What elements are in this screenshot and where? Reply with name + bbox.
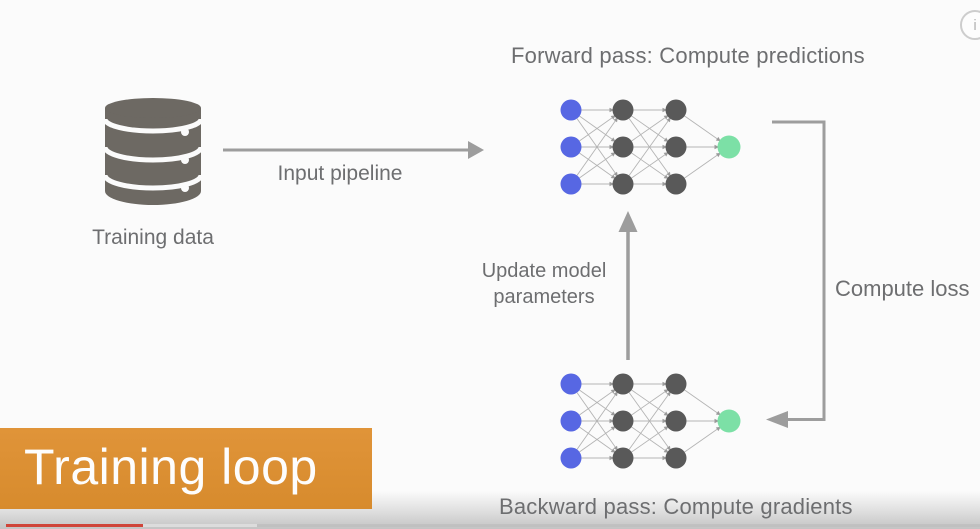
database-icon <box>102 98 204 205</box>
hidden-node <box>612 99 634 121</box>
hidden-node <box>612 136 634 158</box>
input-pipeline-label: Input pipeline <box>277 162 403 185</box>
update-parameters-line1: Update model <box>481 260 607 282</box>
hidden-node <box>665 447 687 469</box>
compute-loss-label: Compute loss <box>835 276 970 301</box>
info-icon[interactable]: i <box>960 10 980 40</box>
compute-loss-arrow <box>766 120 826 428</box>
input-node <box>560 373 582 395</box>
input-node <box>560 173 582 195</box>
update-parameters-label: Update model parameters <box>459 258 629 310</box>
player-progress-track[interactable] <box>257 524 980 527</box>
slide-title: Training loop <box>24 438 318 495</box>
hidden-node <box>665 136 687 158</box>
forward-network-diagram <box>560 99 741 195</box>
info-icon-glyph: i <box>973 16 977 34</box>
player-progress-played[interactable] <box>6 524 143 527</box>
output-node <box>717 409 741 433</box>
input-node <box>560 99 582 121</box>
hidden-node <box>665 173 687 195</box>
hidden-node <box>612 410 634 432</box>
backward-pass-title: Backward pass: Compute gradients <box>499 494 853 519</box>
backward-network-diagram <box>560 373 741 469</box>
player-progress-buffered[interactable] <box>143 524 257 527</box>
output-node <box>717 135 741 159</box>
hidden-node <box>665 410 687 432</box>
input-node <box>560 410 582 432</box>
hidden-node <box>612 447 634 469</box>
hidden-node <box>612 173 634 195</box>
training-data-label: Training data <box>92 226 214 249</box>
hidden-node <box>665 373 687 395</box>
input-node <box>560 447 582 469</box>
slide-title-banner: Training loop <box>0 428 372 509</box>
update-parameters-line2: parameters <box>493 286 595 308</box>
input-node <box>560 136 582 158</box>
hidden-node <box>612 373 634 395</box>
forward-pass-title: Forward pass: Compute predictions <box>511 43 865 68</box>
input-pipeline-arrow <box>223 141 484 159</box>
hidden-node <box>665 99 687 121</box>
